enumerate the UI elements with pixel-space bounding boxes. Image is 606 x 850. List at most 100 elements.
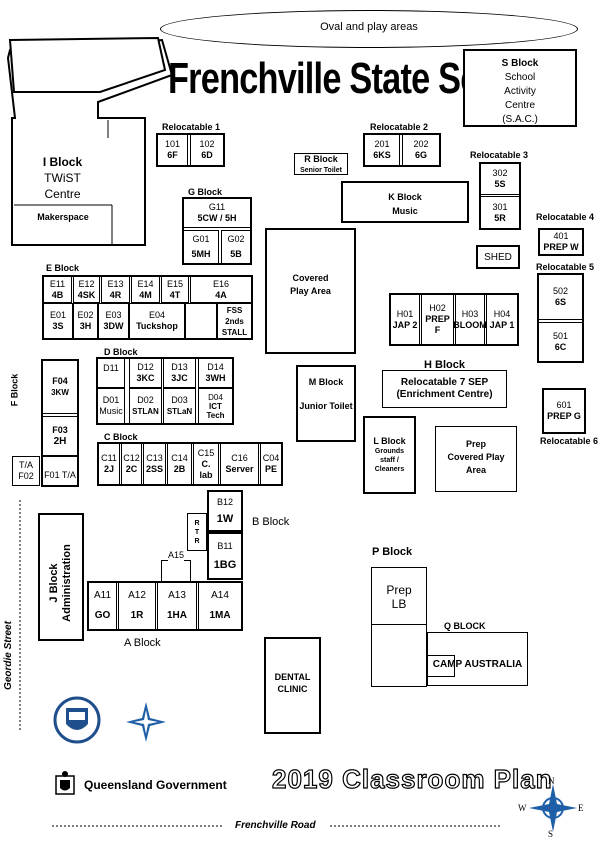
room-class: 4SK xyxy=(77,289,96,300)
room-number: C16 xyxy=(231,453,248,463)
room-class: 4B xyxy=(51,289,64,300)
relocatable-6-label: Relocatable 6 xyxy=(540,436,599,446)
room-number: E16 xyxy=(212,278,229,289)
room-class: PREP F xyxy=(425,314,450,335)
p-block-label: P Block xyxy=(372,546,413,558)
room-class: C. lab xyxy=(199,458,213,480)
prep-cov-line1: Prep xyxy=(465,439,486,449)
prep-covered-play-area xyxy=(435,426,517,492)
compass-icon xyxy=(529,784,577,832)
g-block-label: G Block xyxy=(188,187,223,197)
relocatable-3-label: Relocatable 3 xyxy=(470,150,529,160)
room-class: 1MA xyxy=(209,610,231,621)
l-block xyxy=(363,416,416,494)
compass-w: W xyxy=(518,803,527,813)
k-block-sub: Music xyxy=(392,206,418,216)
room-number: E14 xyxy=(137,278,154,289)
room-number: C13 xyxy=(146,453,163,463)
p-block-line2: LB xyxy=(391,597,407,611)
covered-line2: Play Area xyxy=(290,286,331,296)
queensland-government-label: Queensland Government xyxy=(84,778,227,792)
i-block-line1: TWiST xyxy=(44,171,81,185)
room-class: BLOOM xyxy=(453,319,487,330)
reloc7-line2: (Enrichment Centre) xyxy=(396,389,493,400)
dental-line2: CLINIC xyxy=(277,684,308,694)
room-d11: D11 xyxy=(97,358,125,388)
q-block-label: Q BLOCK xyxy=(444,621,486,631)
room-class: JAP 1 xyxy=(489,319,515,330)
room-number: E15 xyxy=(166,278,183,289)
room-class: 4A xyxy=(215,289,227,300)
s-block xyxy=(463,49,577,127)
d-block-label: D Block xyxy=(104,347,138,357)
room-number: C15 xyxy=(197,447,215,458)
room-number: A13 xyxy=(168,590,186,601)
i-block-title: I Block xyxy=(42,155,83,169)
room-blank xyxy=(185,303,217,339)
room-class: Server xyxy=(225,464,254,474)
room-number: H04 xyxy=(493,308,511,319)
relocatable-1-label: Relocatable 1 xyxy=(162,122,221,132)
covered-play-area xyxy=(265,228,356,354)
room-class: 4M xyxy=(139,289,152,300)
room-number: E13 xyxy=(107,278,124,289)
l-block-title: L Block xyxy=(373,436,406,446)
relocatable-5-label: Relocatable 5 xyxy=(536,262,595,272)
i-block-line2: Centre xyxy=(44,187,81,201)
room-a13: A13 1HA xyxy=(157,582,197,630)
s-block-line2: Activity xyxy=(504,86,536,97)
shed: SHED xyxy=(476,245,520,269)
room-number: E12 xyxy=(78,278,95,289)
b-block-label: B Block xyxy=(252,516,290,528)
k-block xyxy=(341,181,469,223)
a-block-label: A Block xyxy=(124,637,161,649)
s-block-title: S Block xyxy=(501,58,539,69)
relocatable-4-label: Relocatable 4 xyxy=(536,212,595,222)
room-class: 1HA xyxy=(166,610,187,621)
l-block-line3: Cleaners xyxy=(374,466,405,473)
covered-line1: Covered xyxy=(292,273,329,283)
p-block-line1: Prep xyxy=(386,583,412,597)
k-block-title: K Block xyxy=(388,192,422,202)
room-number: A11 xyxy=(93,590,112,601)
c-block-label: C Block xyxy=(104,432,138,442)
room-number: A12 xyxy=(128,590,146,601)
room-class: 4R xyxy=(109,289,122,300)
frenchville-road-label: Frenchville Road xyxy=(235,820,316,831)
room-class: 2C xyxy=(125,464,138,474)
prep-cov-line3: Area xyxy=(465,465,486,475)
classroom-plan-title: 2019 Classroom Plan xyxy=(271,763,553,794)
compass-n: N xyxy=(548,776,555,786)
room-class: 4T xyxy=(169,289,181,300)
l-block-line1: Grounds xyxy=(374,448,405,455)
l-block-line2: staff / xyxy=(380,457,399,464)
room-number: C12 xyxy=(123,453,140,463)
r-block-title: R Block xyxy=(304,154,338,164)
prep-cov-line2: Covered Play xyxy=(447,452,505,462)
room-number: A14 xyxy=(211,590,229,601)
room-class: GO xyxy=(94,610,111,621)
room-class: PE xyxy=(264,464,277,474)
room-class: 2SS xyxy=(145,464,163,474)
m-block xyxy=(296,365,356,442)
room-class: 2B xyxy=(173,464,186,474)
